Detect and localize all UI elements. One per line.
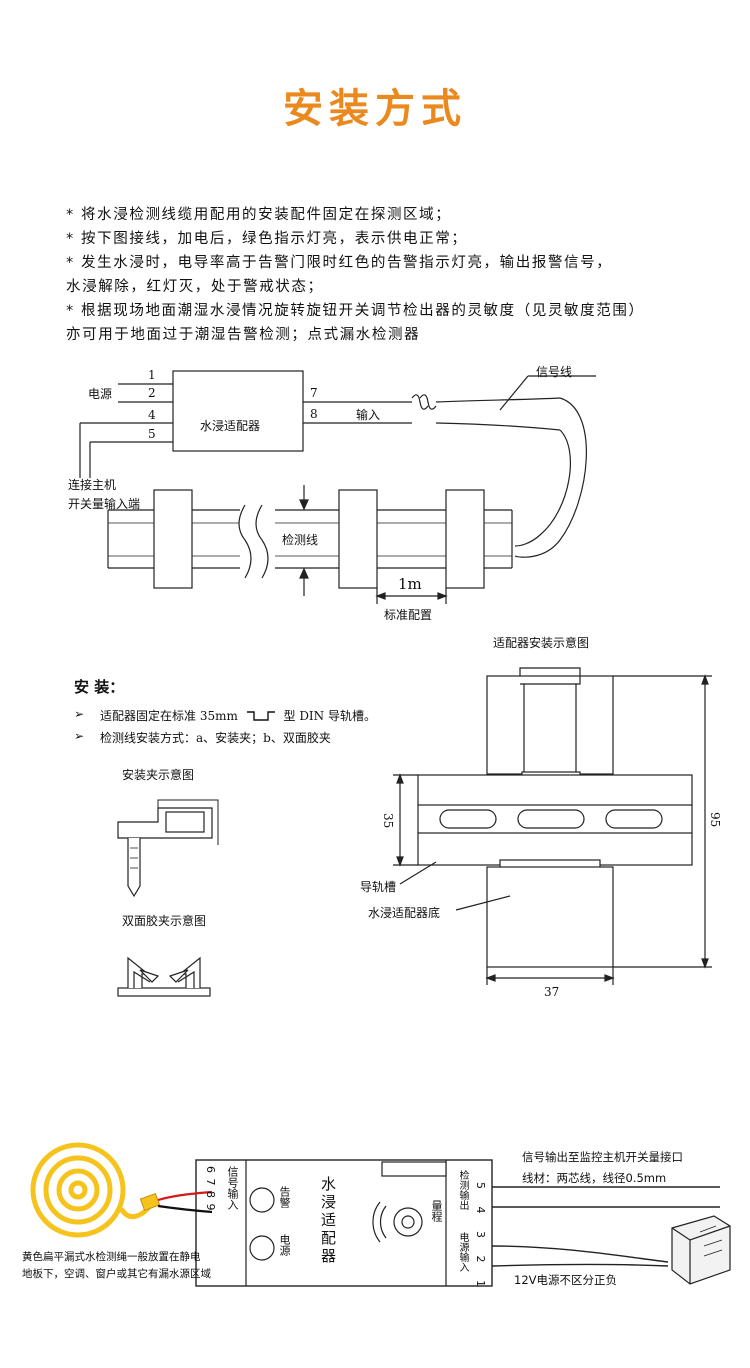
terminal-2-label: 2 [148,386,156,400]
terminal-1-label: 1 [148,368,156,382]
tape-caption: 双面胶夹示意图 [122,914,207,928]
installation-notes: * 将水浸检测线缆用配用的安装配件固定在探测区域； * 按下图接线，加电后，绿色… [66,203,726,347]
terminal-5-label: 5 [148,427,156,441]
signal-input-label: 信号输入 [226,1166,239,1210]
terminal-8-label: 8 [310,407,318,421]
output-terminals: 5 4 3 2 1 [474,1182,487,1294]
install-item-2: 检测线安装方式：a、安装夹；b、双面胶夹 [100,731,331,745]
install-item-1-suffix: 型 DIN 导轨槽。 [283,709,377,723]
rope-note: 黄色扁平漏式水检测绳一般放置在静电 [22,1251,201,1263]
water-detection-rope-icon [30,1142,153,1238]
alarm-led-label: 告警 [278,1186,291,1208]
note-line: * 按下图接线，加电后，绿色指示灯亮，表示供电正常； [66,231,468,247]
page-title: 安装方式 [283,86,467,132]
dim-95-label: 95 [708,812,722,828]
wire-spec-note: 线材：两芯线，线径0.5mm [522,1171,667,1185]
note-line: 水浸解除，红灯灭，处于警戒状态； [66,279,324,295]
note-line: * 根据现场地面潮湿水浸情况旋转旋钮开关调节检出器的灵敏度（见灵敏度范围） [66,303,645,319]
install-heading: 安 装： [74,678,125,696]
terminal-7-label: 7 [310,386,318,400]
clip-caption: 安装夹示意图 [122,768,195,782]
dim-35-label: 35 [381,813,395,829]
sensor-line-label: 检测线 [282,533,319,547]
power-supply-note: 12V电源不区分正负 [514,1273,617,1287]
note-line: * 将水浸检测线缆用配用的安装配件固定在探测区域； [66,207,452,223]
signal-output-note: 信号输出至监控主机开关量接口 [522,1150,683,1164]
bullet-icon: ➢ [74,707,85,721]
note-line: 亦可用于地面过于潮湿告警检测；点式漏水检测器 [66,327,421,343]
signal-line-label: 信号线 [536,365,573,379]
rail-slot-label: 导轨槽 [360,880,397,894]
module-title: 水浸适配器 [319,1176,337,1266]
signal-terminals: 6 7 8 9 [204,1166,217,1212]
bullet-icon: ➢ [74,729,85,743]
install-item-1-prefix: 适配器固定在标准 35mm [100,709,238,723]
install-item-1: 适配器固定在标准 35mm 型 DIN 导轨槽。 [100,707,376,724]
note-line: * 发生水浸时，电导率高于告警门限时红色的告警指示灯亮，输出报警信号， [66,255,613,271]
power-input-label: 电源输入 [457,1232,468,1272]
input-label: 输入 [356,408,381,422]
adapter-box [172,370,304,452]
rope-note: 地板下，空调、窗户或其它有漏水源区域 [22,1268,211,1280]
dim-37-label: 37 [544,985,560,999]
din-rail-icon [246,711,275,721]
host-label: 开关量输入端 [68,497,141,511]
adapter-diagram-caption: 适配器安装示意图 [493,636,590,650]
adapter-label: 水浸适配器 [200,419,261,433]
adapter-base-label: 水浸适配器底 [368,906,441,920]
host-label: 连接主机 [68,478,117,492]
power-label: 电源 [88,387,113,401]
detect-output-label: 检测输出 [457,1170,468,1210]
spacing-label: 1m [398,575,422,593]
terminal-4-label: 4 [148,408,156,422]
power-led-label: 电源 [278,1234,291,1256]
range-knob-label: 量程 [430,1200,443,1222]
standard-config-label: 标准配置 [384,608,433,622]
